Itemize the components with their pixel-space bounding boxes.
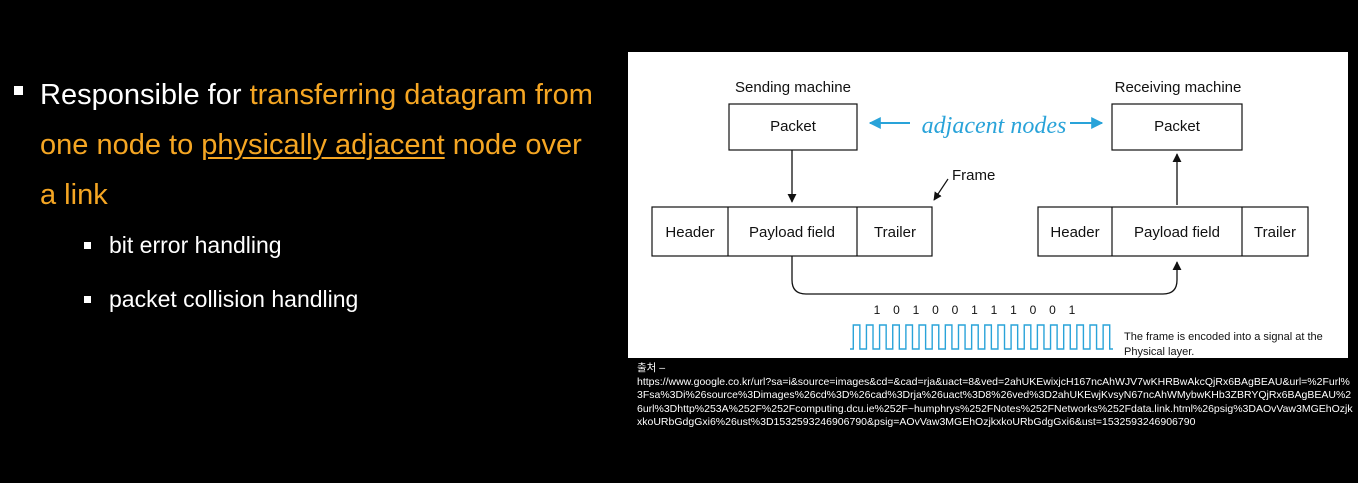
bit-label: 0 [893, 303, 900, 317]
bit-label: 1 [971, 303, 978, 317]
receiving-header-label: Header [1050, 224, 1099, 241]
source-citation: 출처 – https://www.google.co.kr/url?sa=i&s… [637, 362, 1353, 430]
bit-label: 1 [913, 303, 920, 317]
sub-bullet-2: packet collision handling [84, 286, 358, 313]
sub-bullet-text: packet collision handling [109, 286, 359, 312]
bullet-list: Responsible for transferring datagram fr… [14, 70, 604, 312]
bit-label: 1 [991, 303, 998, 317]
receiving-payload-label: Payload field [1134, 224, 1220, 241]
sub-bullet-square-icon [84, 242, 91, 249]
receiving-frame [1037, 206, 1309, 257]
bit-label: 0 [1049, 303, 1056, 317]
main-bullet-prefix: Responsible for [40, 79, 250, 111]
adjacent-nodes-label: adjacent nodes [922, 113, 1067, 139]
sending-header-label: Header [665, 224, 714, 241]
data-link-diagram: Sending machine Receiving machine Packet… [628, 52, 1348, 358]
frame-label: Frame [952, 167, 995, 184]
sending-trailer-label: Trailer [874, 224, 916, 241]
bit-label: 1 [1010, 303, 1017, 317]
receiving-machine-label: Receiving machine [1115, 79, 1242, 96]
signal-caption-line2: Physical layer. [1124, 346, 1194, 358]
bit-label: 0 [952, 303, 959, 317]
bit-label: 1 [874, 303, 881, 317]
main-bullet-highlight-end: node over a link [40, 129, 582, 211]
bit-label: 0 [932, 303, 939, 317]
receiving-packet-label: Packet [1154, 118, 1201, 135]
main-bullet: Responsible for transferring datagram fr… [14, 70, 604, 220]
receiving-packet-box [1111, 103, 1243, 151]
main-bullet-highlight: transferring datagram from one node to [40, 79, 593, 161]
link-path [791, 256, 1182, 295]
sub-bullet-square-icon [84, 296, 91, 303]
bullet-square-icon [14, 86, 23, 95]
bit-label: 0 [1030, 303, 1037, 317]
sub-bullet-1: bit error handling [84, 232, 282, 259]
main-bullet-underlined: physically adjacent [201, 129, 445, 161]
signal-waveform [850, 324, 1113, 350]
sending-payload-label: Payload field [749, 224, 835, 241]
main-bullet-text: Responsible for transferring datagram fr… [40, 70, 604, 220]
bit-label: 1 [1069, 303, 1076, 317]
source-label: 출처 – [637, 362, 666, 374]
sub-bullet-text: bit error handling [109, 232, 282, 258]
source-url: https://www.google.co.kr/url?sa=i&source… [637, 375, 1353, 429]
sending-packet-box [728, 103, 858, 151]
frame-pointer-arrow [933, 178, 949, 201]
receiving-trailer-label: Trailer [1254, 224, 1296, 241]
sending-machine-label: Sending machine [735, 79, 851, 96]
signal-caption-line1: The frame is encoded into a signal at th… [1124, 331, 1323, 343]
sending-packet-label: Packet [770, 118, 817, 135]
